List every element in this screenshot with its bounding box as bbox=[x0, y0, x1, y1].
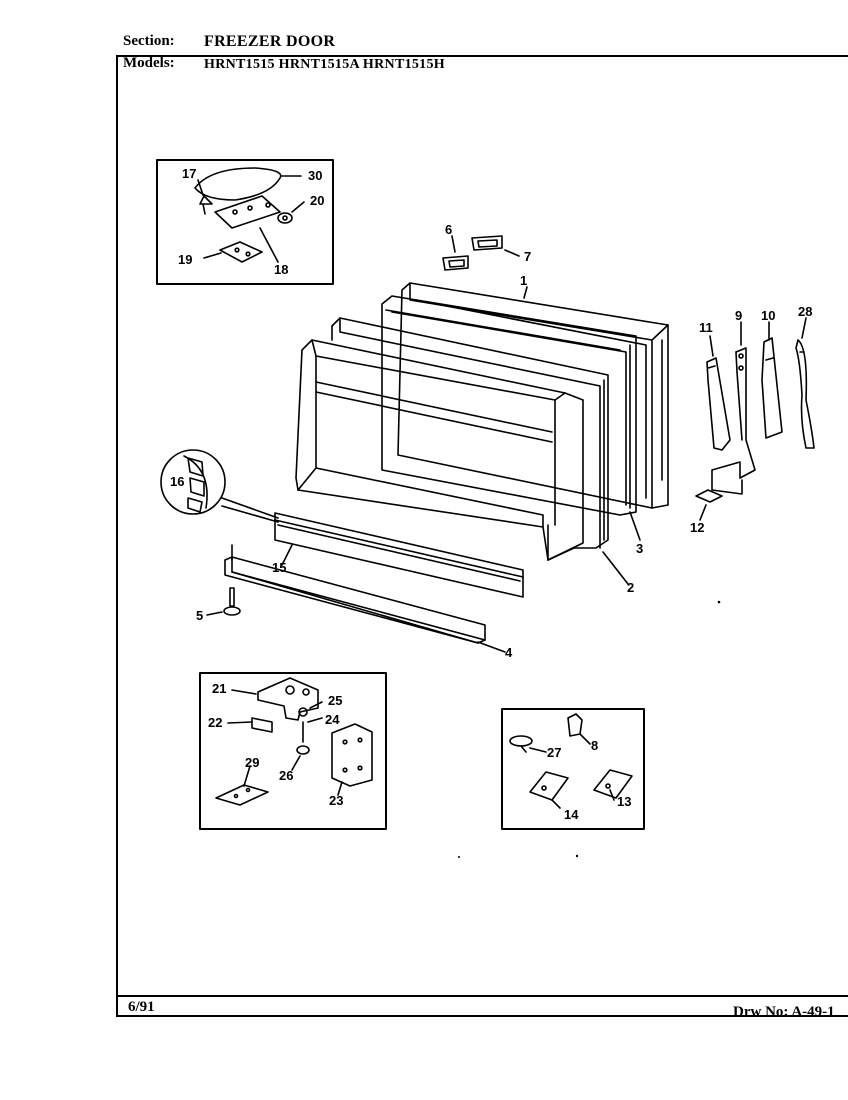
models-label: Models: bbox=[123, 55, 175, 71]
callout-10: 10 bbox=[761, 308, 775, 323]
hinge-strap-10 bbox=[761, 337, 783, 439]
section-label: Section: bbox=[123, 33, 175, 49]
frame-left-border bbox=[116, 55, 118, 1017]
callout-6: 6 bbox=[445, 222, 452, 237]
part-6-plate bbox=[442, 255, 469, 271]
hinge-strap-11 bbox=[706, 357, 731, 451]
detail-16-bumper bbox=[160, 449, 279, 523]
callout-30: 30 bbox=[308, 168, 322, 183]
callout-26: 26 bbox=[279, 768, 293, 783]
header-rule bbox=[118, 55, 848, 57]
callout-25: 25 bbox=[328, 693, 342, 708]
door-gasket bbox=[381, 295, 637, 516]
callout-17: 17 bbox=[182, 166, 196, 181]
callout-13: 13 bbox=[617, 794, 631, 809]
callout-4: 4 bbox=[505, 645, 513, 660]
callout-2: 2 bbox=[627, 580, 634, 595]
callout-27: 27 bbox=[547, 745, 561, 760]
callout-16: 16 bbox=[170, 474, 184, 489]
callout-15: 15 bbox=[272, 560, 286, 575]
bushing-part bbox=[277, 212, 293, 224]
callout-29: 29 bbox=[245, 755, 259, 770]
shim-part bbox=[219, 241, 263, 263]
callout-8: 8 bbox=[591, 738, 598, 753]
callout-28: 28 bbox=[798, 304, 812, 319]
callout-1: 1 bbox=[520, 273, 527, 288]
callout-12: 12 bbox=[690, 520, 704, 535]
callout-23: 23 bbox=[329, 793, 343, 808]
callout-21: 21 bbox=[212, 681, 226, 696]
bottom-hinge-inset bbox=[199, 672, 387, 830]
footer-date: 6/91 bbox=[128, 999, 155, 1015]
footer-rule bbox=[116, 995, 848, 997]
callout-9: 9 bbox=[735, 308, 742, 323]
callout-14: 14 bbox=[564, 807, 579, 822]
callout-18: 18 bbox=[274, 262, 288, 277]
top-hinge-inset bbox=[156, 159, 334, 285]
door-liner bbox=[331, 317, 609, 561]
inner-door-bin bbox=[295, 339, 584, 561]
footer-bottom-rule bbox=[116, 1015, 848, 1017]
shim-part-12 bbox=[695, 489, 723, 503]
hinge-strap-9 bbox=[711, 347, 756, 495]
hinge-strap-28 bbox=[795, 339, 815, 449]
callout-3: 3 bbox=[636, 541, 643, 556]
screw-part-5 bbox=[223, 587, 241, 616]
trim-bar bbox=[224, 544, 486, 644]
callout-19: 19 bbox=[178, 252, 192, 267]
screw-part bbox=[199, 195, 213, 205]
callout-5: 5 bbox=[196, 608, 203, 623]
outer-door-panel bbox=[397, 282, 669, 509]
callout-24: 24 bbox=[325, 712, 340, 727]
callout-11: 11 bbox=[699, 320, 713, 335]
models-list: HRNT1515 HRNT1515A HRNT1515H bbox=[204, 57, 445, 72]
section-title: FREEZER DOOR bbox=[204, 33, 336, 50]
door-rail bbox=[274, 512, 524, 598]
drawing-number: Drw No: A-49-1 bbox=[733, 1004, 835, 1020]
callout-22: 22 bbox=[208, 715, 222, 730]
callout-7: 7 bbox=[524, 249, 531, 264]
part-7-plate bbox=[471, 235, 503, 251]
hinge-bracket-part bbox=[214, 195, 281, 229]
callout-20: 20 bbox=[310, 193, 324, 208]
covers-inset bbox=[501, 708, 645, 830]
hinge-cover-part bbox=[194, 167, 282, 201]
